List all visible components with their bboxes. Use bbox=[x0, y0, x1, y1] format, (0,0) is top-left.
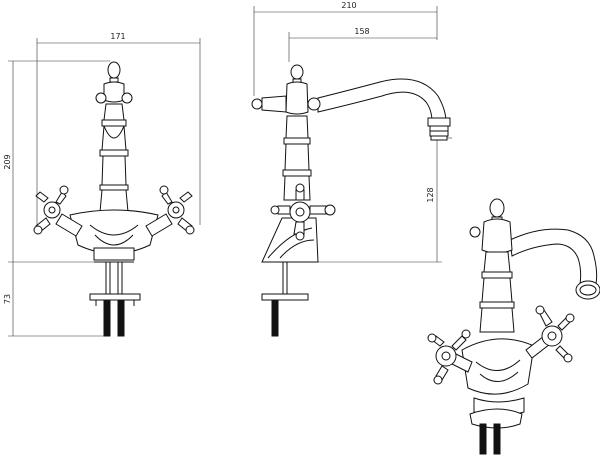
front-view: 171 209 73 bbox=[3, 32, 201, 337]
side-reach-label: 158 bbox=[354, 27, 369, 36]
side-mixer-body bbox=[261, 217, 319, 263]
side-height-dimension: 128 bbox=[310, 137, 452, 263]
front-finial bbox=[95, 61, 133, 104]
side-reach-dimension: 158 bbox=[288, 27, 437, 62]
perspective-finial bbox=[469, 198, 513, 254]
perspective-mounting-hardware bbox=[469, 408, 523, 455]
front-height-dimension: 209 73 bbox=[3, 60, 110, 337]
front-left-handle bbox=[33, 185, 83, 237]
front-width-dimension: 171 bbox=[36, 32, 201, 225]
perspective-column bbox=[479, 251, 515, 333]
side-spout bbox=[317, 78, 451, 141]
side-total-width-label: 210 bbox=[341, 1, 356, 10]
front-height-label: 209 bbox=[3, 154, 12, 169]
front-width-label: 171 bbox=[110, 32, 125, 41]
perspective-mixer-body bbox=[461, 338, 535, 417]
front-right-handle bbox=[145, 185, 195, 237]
perspective-left-handle bbox=[427, 329, 473, 385]
side-handles bbox=[270, 183, 336, 241]
front-mounting-hardware bbox=[89, 261, 141, 337]
side-view: 210 158 128 bbox=[251, 1, 452, 337]
side-finial bbox=[251, 64, 321, 115]
perspective-spout bbox=[509, 228, 600, 300]
side-mounting-hardware bbox=[261, 261, 309, 337]
side-total-width-dimension: 210 bbox=[253, 1, 438, 96]
front-mixer-body bbox=[69, 209, 159, 263]
perspective-right-handle bbox=[525, 305, 575, 363]
side-height-label: 128 bbox=[426, 187, 435, 202]
front-below-label: 73 bbox=[3, 294, 12, 304]
perspective-view bbox=[427, 198, 600, 455]
front-column bbox=[99, 103, 129, 213]
